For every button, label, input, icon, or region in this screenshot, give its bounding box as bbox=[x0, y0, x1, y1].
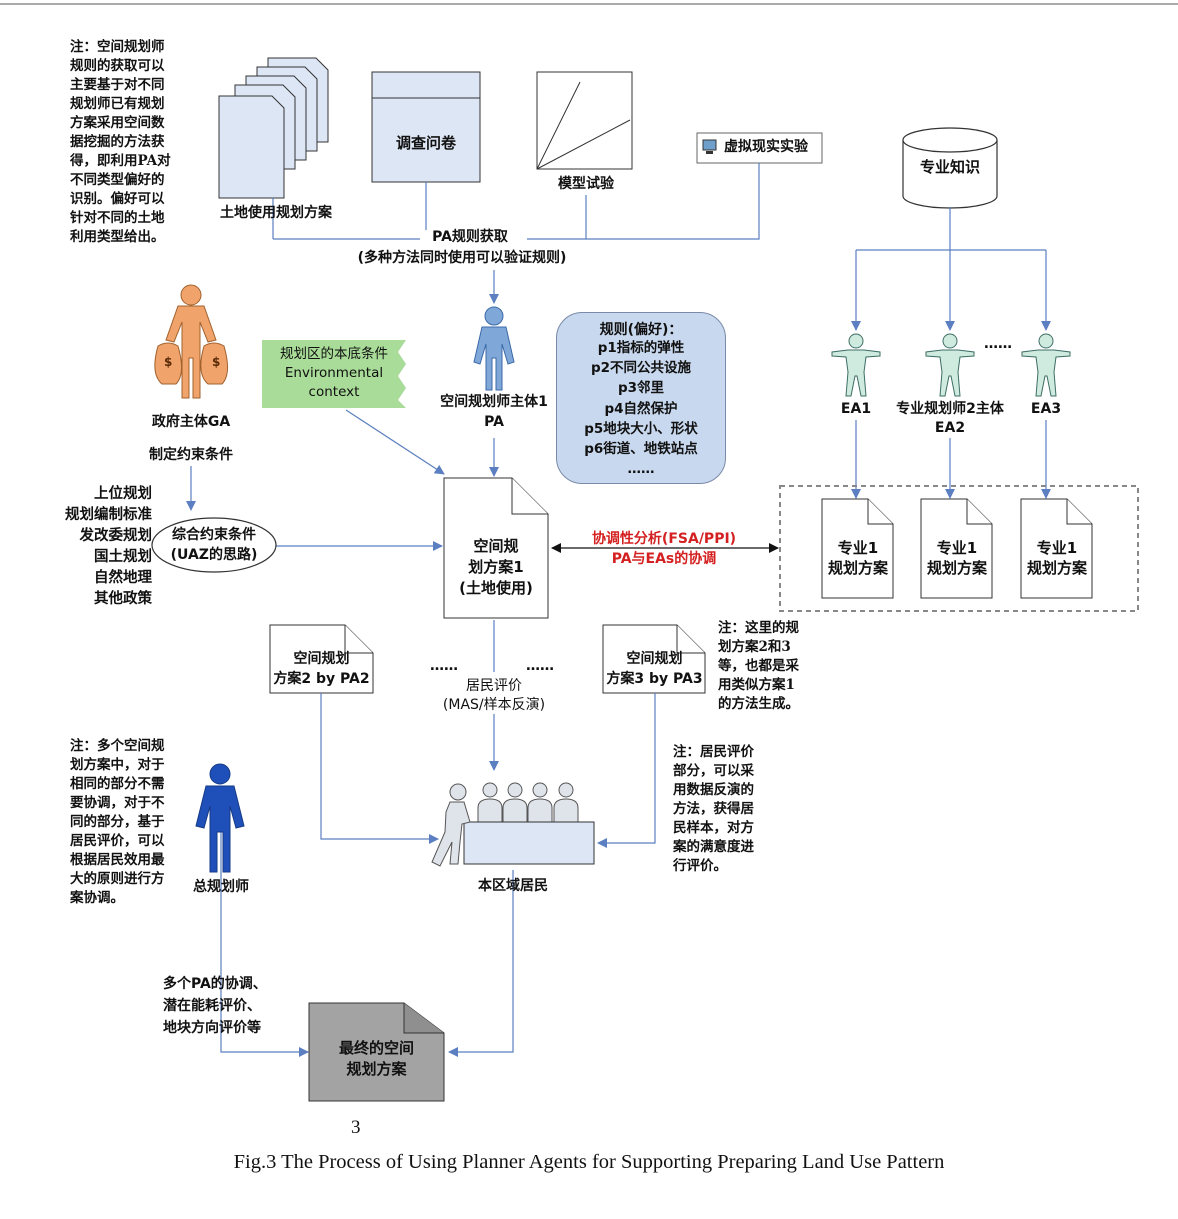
rules-list: p1指标的弹性 p2不同公共设施 p3邻里 p4自然保护 p5地块大小、形状 p… bbox=[557, 338, 725, 479]
rule-item: p5地块大小、形状 bbox=[584, 420, 698, 437]
note-plan-coordination: 注：多个空间规 划方案中，对于 相同的部分不需 要协调，对于不 同的部分，基于 … bbox=[70, 738, 165, 906]
questionnaire-icon bbox=[371, 71, 481, 183]
figure-caption: Fig.3 The Process of Using Planner Agent… bbox=[233, 1151, 945, 1173]
env-en-label-1: Environmental bbox=[284, 365, 384, 381]
rule-item: p4自然保护 bbox=[604, 400, 678, 417]
ellipsis-right: …… bbox=[526, 658, 554, 674]
coordination-label-2: PA与EAs的协调 bbox=[611, 551, 717, 567]
plan2-label: 空间规划 方案2 by PA2 bbox=[273, 651, 370, 687]
pa-agent-label: 空间规划师主体1 bbox=[440, 394, 548, 410]
residents-group bbox=[431, 782, 595, 867]
dollar-sign-left: $ bbox=[164, 355, 173, 369]
expert-knowledge-database bbox=[902, 127, 998, 209]
constraint-label: 制定约束条件 bbox=[149, 447, 233, 463]
expert-plan-1-label: 专业1 规划方案 bbox=[827, 539, 888, 577]
expert-plans-container bbox=[779, 485, 1139, 612]
ea2-label-line1: 专业规划师2主体 bbox=[896, 401, 1004, 417]
expert-knowledge-label: 专业知识 bbox=[919, 158, 981, 176]
residents-label: 本区域居民 bbox=[478, 878, 548, 894]
rule-item: p3邻里 bbox=[617, 380, 665, 397]
land-use-plans-stack bbox=[218, 57, 329, 199]
rules-preferences-box: 规则(偏好)： p1指标的弹性 p2不同公共设施 p3邻里 p4自然保护 p5地… bbox=[556, 312, 726, 484]
policy-item: 上位规划 bbox=[94, 485, 152, 502]
chief-planner-person bbox=[195, 763, 245, 873]
plan2-doc bbox=[269, 624, 374, 694]
pa-coordination-text: 多个PA的协调、 潜在能耗评价、 地块方向评价等 bbox=[163, 976, 267, 1036]
final-plan-doc bbox=[308, 1002, 445, 1102]
env-en-label-2: context bbox=[308, 384, 360, 400]
environmental-context-box: 规划区的本底条件 Environmental context bbox=[262, 340, 406, 408]
resident-eval-label-2: (MAS/样本反演) bbox=[442, 697, 546, 713]
pa-rule-title: PA规则获取 bbox=[432, 229, 508, 245]
expert-tree-connectors bbox=[851, 207, 1051, 499]
policy-item: 国土规划 bbox=[94, 548, 152, 565]
note-resident-evaluation: 注：居民评价 部分，可以采 用数据反演的 方法，获得居 民样本，对方 案的满意度… bbox=[673, 744, 754, 874]
ea3-label: EA3 bbox=[1030, 401, 1062, 417]
resident-eval-label-1: 居民评价 bbox=[466, 678, 522, 694]
ellipsis-left: …… bbox=[430, 658, 458, 674]
chief-planner-label: 总规划师 bbox=[193, 879, 249, 895]
vr-experiment-label: 虚拟现实实验 bbox=[724, 139, 808, 155]
environmental-context-shape bbox=[262, 340, 406, 408]
plan1-label: 空间规 划方案1 (土地使用) bbox=[459, 537, 533, 597]
coordination-label-1: 协调性分析(FSA/PPI) bbox=[591, 531, 737, 547]
government-label: 政府主体GA bbox=[151, 414, 231, 430]
policy-item: 发改委规划 bbox=[79, 527, 153, 544]
ea2-person bbox=[925, 333, 975, 397]
constraints-label-1: 综合约束条件 bbox=[172, 527, 256, 543]
expert-plan-3-label: 专业1 规划方案 bbox=[1026, 539, 1087, 577]
ea2-label-line2: EA2 bbox=[934, 420, 966, 436]
rule-item: p1指标的弹性 bbox=[597, 340, 685, 356]
rule-item: …… bbox=[627, 461, 655, 478]
final-plan-label: 最终的空间 规划方案 bbox=[338, 1039, 414, 1078]
expert-plan-2-label: 专业1 规划方案 bbox=[926, 539, 987, 577]
upper-level-policies-list: 上位规划 规划编制标准 发改委规划 国土规划 自然地理 其他政策 bbox=[24, 483, 152, 609]
resident-flows bbox=[220, 620, 656, 1057]
ea1-label: EA1 bbox=[840, 401, 872, 417]
rule-item: p6街道、地铁站点 bbox=[584, 441, 698, 458]
pa-planner-person bbox=[473, 306, 515, 391]
vr-experiment-box bbox=[696, 132, 823, 164]
expert-plan-docs bbox=[821, 498, 1093, 599]
plan1-doc bbox=[443, 477, 549, 619]
note-rule-acquisition: 注：空间规划师 规则的获取可以 主要基于对不同 规划师已有规划 方案采用空间数 … bbox=[70, 39, 171, 245]
plan1-inputs bbox=[276, 409, 499, 551]
policy-item: 规划编制标准 bbox=[65, 506, 152, 523]
plan3-doc bbox=[602, 624, 706, 694]
page-number: 3 bbox=[351, 1117, 361, 1138]
residents-table bbox=[463, 821, 595, 865]
government-person bbox=[154, 284, 228, 399]
monitor-icon bbox=[702, 139, 717, 151]
rule-acquisition-connectors bbox=[272, 163, 760, 304]
policy-item: 其他政策 bbox=[94, 590, 152, 607]
note-plans-generation: 注：这里的规 划方案2和3 等，也都是采 用类似方案1 的方法生成。 bbox=[718, 620, 799, 712]
model-test-label: 模型试验 bbox=[558, 176, 614, 192]
expert-persons bbox=[831, 333, 1071, 397]
policy-item: 自然地理 bbox=[94, 569, 152, 586]
constraints-ellipse bbox=[151, 517, 277, 573]
standing-resident bbox=[431, 783, 471, 867]
rule-item: p2不同公共设施 bbox=[590, 360, 692, 377]
rules-title: 规则(偏好)： bbox=[599, 322, 683, 338]
pa-agent-sublabel: PA bbox=[484, 414, 504, 430]
resident-heads bbox=[477, 782, 579, 823]
dollar-sign-right: $ bbox=[212, 355, 221, 369]
ea3-person bbox=[1021, 333, 1071, 397]
plan3-label: 空间规划 方案3 by PA3 bbox=[606, 651, 703, 687]
env-zh-label: 规划区的本底条件 bbox=[280, 346, 388, 362]
land-use-plans-label: 土地使用规划方案 bbox=[220, 205, 332, 221]
constraints-label-2: (UAZ的思路) bbox=[170, 547, 258, 563]
questionnaire-label: 调查问卷 bbox=[395, 134, 457, 152]
experts-ellipsis: …… bbox=[984, 336, 1012, 352]
pa-rule-subtitle: (多种方法同时使用可以验证规则) bbox=[357, 250, 567, 266]
model-test-chart-icon bbox=[536, 71, 633, 170]
ea1-person bbox=[831, 333, 881, 397]
